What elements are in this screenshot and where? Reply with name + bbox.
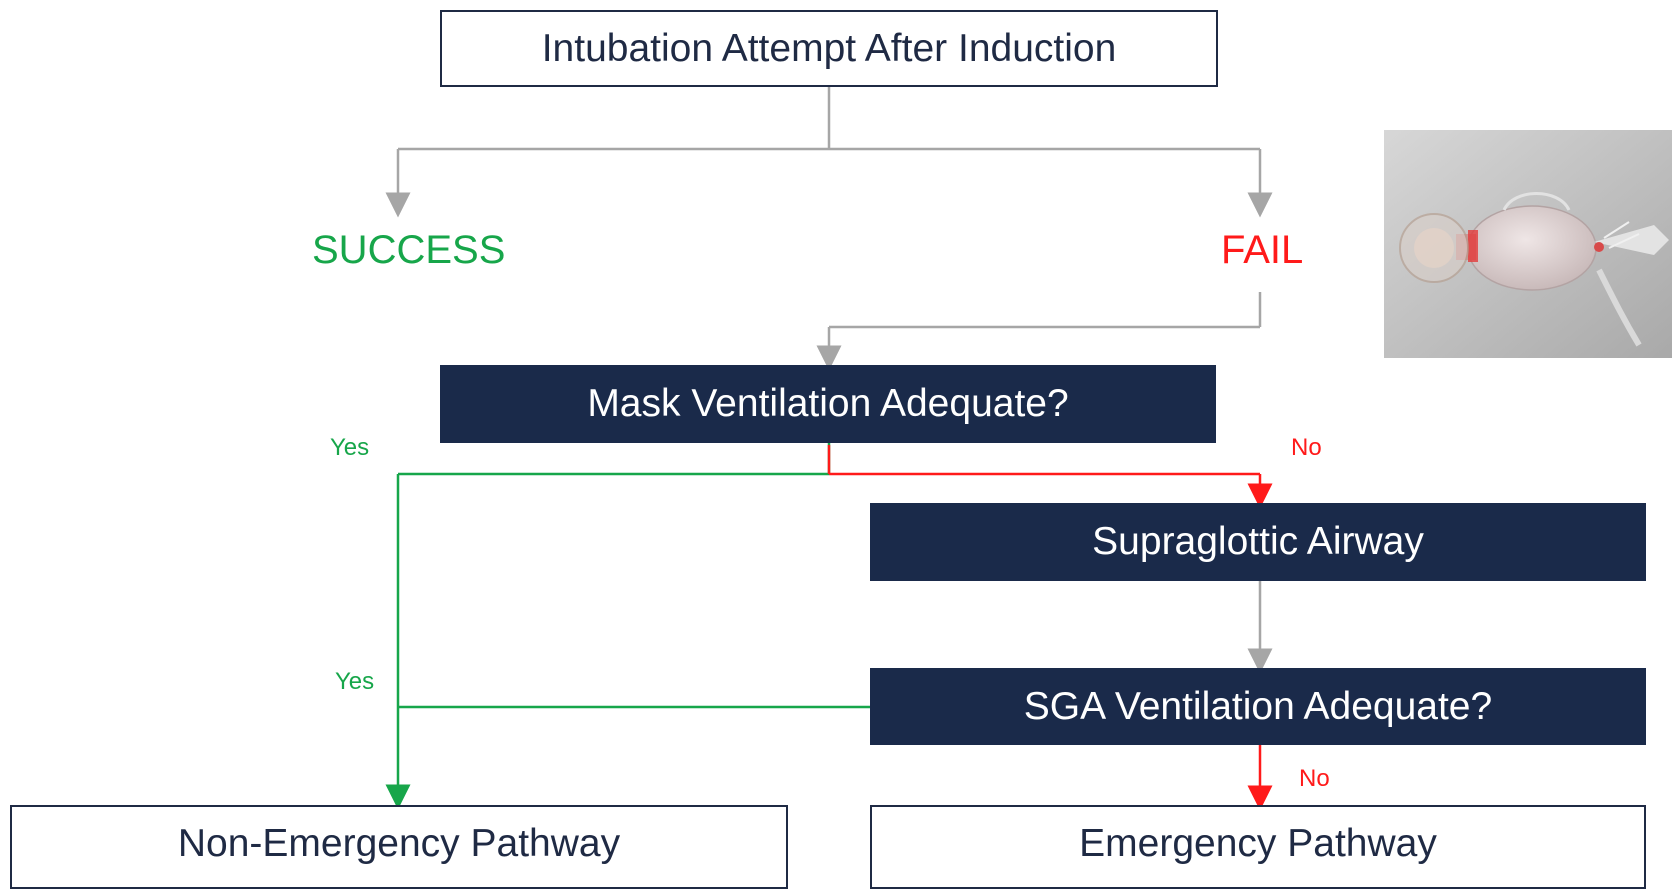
edge-start-to-outcomes [385, 87, 1273, 218]
bag-valve-mask-photo [1384, 130, 1672, 358]
node-supraglottic-airway-label: Supraglottic Airway [1092, 520, 1424, 563]
edge-fail-to-mask [816, 292, 1262, 371]
edge-label-mask-yes: Yes [330, 434, 370, 461]
node-intubation-attempt-label: Intubation Attempt After Induction [541, 26, 1117, 70]
node-sga-ventilation-check-label: SGA Ventilation Adequate? [1023, 684, 1493, 728]
node-non-emergency-pathway-label: Non-Emergency Pathway [177, 822, 621, 865]
node-non-emergency-pathway: Non-Emergency Pathway [10, 805, 788, 889]
node-supraglottic-airway: Supraglottic Airway [870, 503, 1646, 581]
outcome-fail: FAIL [1221, 228, 1304, 272]
node-sga-ventilation-check: SGA Ventilation Adequate? [870, 668, 1646, 745]
node-emergency-pathway-label: Emergency Pathway [1079, 822, 1437, 865]
node-intubation-attempt: Intubation Attempt After Induction [440, 10, 1218, 87]
edge-label-sga-yes: Yes [335, 668, 375, 695]
edge-label-mask-no: No [1291, 434, 1322, 461]
edge-label-sga-no: No [1299, 765, 1330, 792]
edge-mask-yes [385, 443, 831, 810]
bag-valve-mask-icon [1384, 130, 1672, 358]
edge-mask-no [827, 445, 1273, 509]
node-mask-ventilation-check: Mask Ventilation Adequate? [440, 365, 1216, 443]
outcome-success: SUCCESS [312, 228, 506, 272]
node-emergency-pathway: Emergency Pathway [870, 805, 1646, 889]
node-mask-ventilation-check-label: Mask Ventilation Adequate? [587, 382, 1069, 425]
